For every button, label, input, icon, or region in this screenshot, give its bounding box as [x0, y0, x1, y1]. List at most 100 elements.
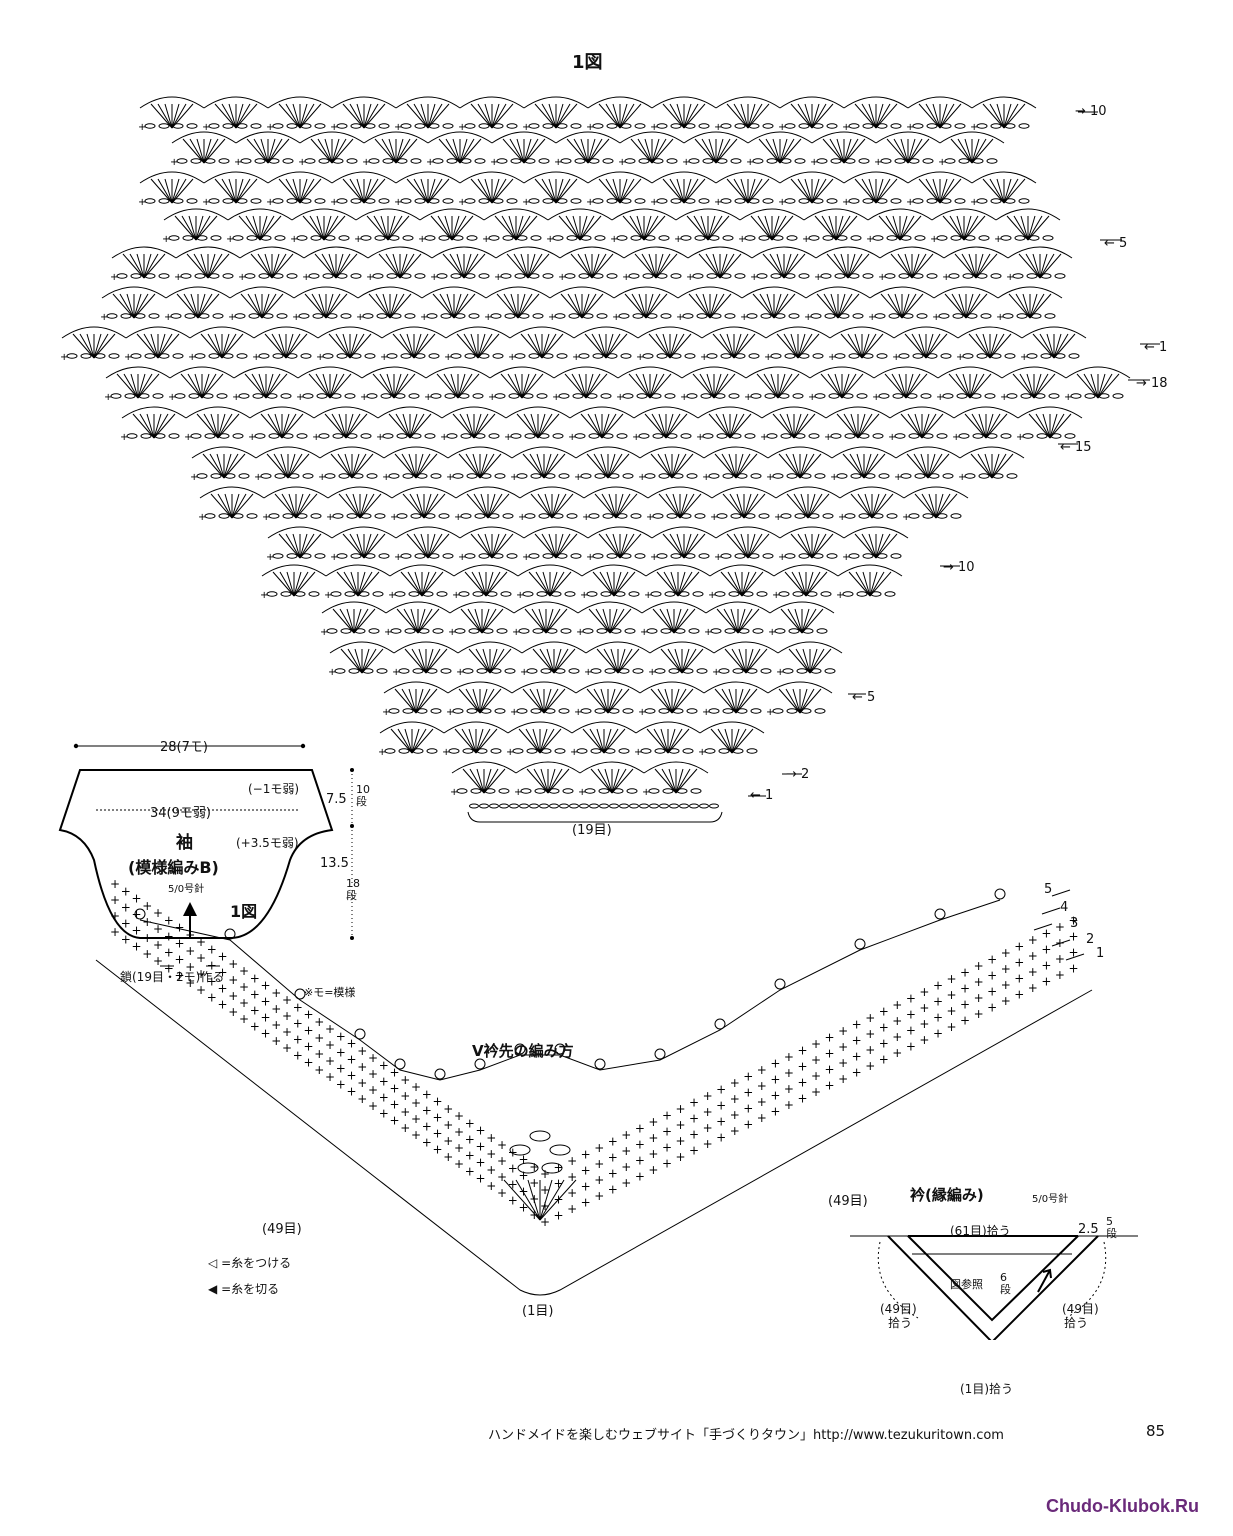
svg-text:+: + [1068, 930, 1078, 944]
svg-text:+: + [947, 988, 957, 1002]
svg-text:+: + [239, 996, 249, 1010]
svg-text:+: + [292, 312, 300, 323]
svg-text:+: + [676, 1118, 686, 1132]
row-label: → 10 [943, 560, 975, 575]
svg-text:+: + [448, 627, 456, 638]
svg-text:+: + [558, 272, 566, 283]
svg-text:+: + [325, 1054, 335, 1068]
svg-text:+: + [554, 1209, 564, 1223]
svg-text:+: + [465, 1148, 475, 1162]
svg-text:+: + [486, 1147, 496, 1161]
svg-text:+: + [1041, 975, 1051, 989]
svg-text:+: + [239, 980, 249, 994]
svg-text:+: + [510, 707, 518, 718]
svg-text:+: + [947, 1020, 957, 1034]
svg-text:+: + [411, 1080, 421, 1094]
svg-text:+: + [486, 1179, 496, 1193]
svg-text:+: + [567, 1202, 577, 1216]
svg-text:+: + [757, 1111, 767, 1125]
svg-text:+: + [368, 1067, 378, 1081]
svg-text:+: + [218, 966, 228, 980]
svg-text:+: + [440, 432, 448, 443]
svg-text:+: + [506, 747, 514, 758]
svg-text:+: + [952, 432, 960, 443]
svg-text:+: + [190, 472, 198, 483]
svg-text:+: + [1001, 994, 1011, 1008]
svg-text:+: + [290, 234, 298, 245]
svg-text:+: + [185, 928, 195, 942]
svg-text:+: + [175, 969, 185, 983]
svg-text:+: + [1014, 972, 1024, 986]
svg-text:+: + [465, 1164, 475, 1178]
svg-text:+: + [175, 937, 185, 951]
svg-text:+: + [326, 512, 334, 523]
svg-text:+: + [1041, 927, 1051, 941]
svg-text:+: + [519, 1153, 529, 1167]
svg-text:+: + [552, 392, 560, 403]
svg-text:+: + [271, 1034, 281, 1048]
svg-text:+: + [776, 667, 784, 678]
svg-text:+: + [164, 913, 174, 927]
svg-text:+: + [411, 1112, 421, 1126]
svg-text:+: + [271, 1002, 281, 1016]
svg-text:+: + [635, 1122, 645, 1136]
svg-text:+: + [648, 1131, 658, 1145]
chart-1: ++++++++++++++++++++++++++++++++++++++++… [60, 52, 1168, 838]
svg-text:+: + [366, 272, 374, 283]
svg-text:+: + [120, 432, 128, 443]
svg-text:+: + [714, 552, 722, 563]
svg-text:+: + [540, 1215, 550, 1229]
svg-text:+: + [394, 197, 402, 208]
svg-text:+: + [347, 1053, 357, 1067]
svg-text:+: + [132, 892, 142, 906]
svg-text:+: + [400, 1121, 410, 1135]
svg-text:+: + [842, 552, 850, 563]
svg-text:+: + [444, 352, 452, 363]
svg-text:+: + [529, 1208, 539, 1222]
svg-text:+: + [110, 272, 118, 283]
svg-text:+: + [838, 1056, 848, 1070]
svg-text:+: + [261, 995, 271, 1009]
svg-text:+: + [811, 1053, 821, 1067]
svg-text:+: + [422, 1119, 432, 1133]
svg-text:+: + [546, 234, 554, 245]
svg-text:+: + [522, 122, 530, 133]
svg-text:+: + [508, 1161, 518, 1175]
svg-text:+: + [743, 1086, 753, 1100]
svg-text:+: + [121, 916, 131, 930]
svg-text:+: + [581, 1180, 591, 1194]
svg-text:+: + [446, 472, 454, 483]
collar-pattern: (縁編み) [925, 1186, 984, 1204]
svg-text:+: + [621, 1128, 631, 1142]
svg-text:+: + [582, 512, 590, 523]
svg-text:+: + [974, 975, 984, 989]
svg-text:+: + [394, 552, 402, 563]
svg-text:+: + [865, 1059, 875, 1073]
svg-text:+: + [1001, 946, 1011, 960]
svg-text:+: + [716, 1131, 726, 1145]
svg-text:+: + [825, 1063, 835, 1077]
svg-text:+: + [892, 998, 902, 1012]
svg-text:+: + [608, 1167, 618, 1181]
svg-text:+: + [892, 1030, 902, 1044]
vneck-row-label: 2 [1086, 932, 1095, 947]
attach-yarn-icon: ◁ [208, 1256, 218, 1270]
svg-text:+: + [936, 392, 944, 403]
svg-text:+: + [594, 1157, 604, 1171]
svg-text:+: + [454, 1125, 464, 1139]
svg-text:+: + [766, 707, 774, 718]
svg-text:+: + [933, 1027, 943, 1041]
svg-text:+: + [906, 992, 916, 1006]
svg-text:+: + [567, 1186, 577, 1200]
svg-text:+: + [394, 122, 402, 133]
svg-text:+: + [508, 1177, 518, 1191]
svg-text:+: + [686, 272, 694, 283]
svg-text:+: + [443, 1134, 453, 1148]
svg-text:+: + [357, 1060, 367, 1074]
svg-text:+: + [282, 993, 292, 1007]
svg-text:+: + [716, 1099, 726, 1113]
collar-right-pick: (49目) [1062, 1302, 1099, 1316]
watermark: Chudo-Klubok.Ru [1046, 1496, 1199, 1516]
sleeve-top-note: (−1モ弱) [248, 782, 300, 796]
svg-text:+: + [250, 1019, 260, 1033]
